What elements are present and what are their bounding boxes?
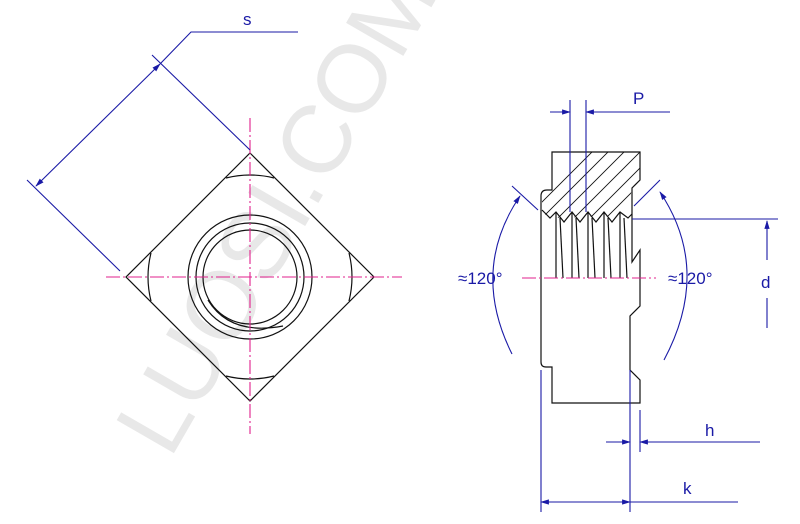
- watermark: LUOSI.COM: [96, 0, 458, 471]
- side-view: P ≈120° ≈120° d h k: [458, 89, 778, 512]
- angle-right-arc: [659, 191, 688, 361]
- nut-section-outline: [540, 151, 641, 404]
- dimension-line-s: [35, 63, 161, 187]
- dimension-label-p: P: [633, 89, 644, 108]
- corner-arc-left: [147, 252, 152, 302]
- dimension-label-s: s: [243, 10, 252, 29]
- angle-label-left: ≈120°: [458, 269, 503, 288]
- angle-right-extension: [633, 179, 661, 207]
- thread-lines: [555, 212, 628, 279]
- thread-end-arc: [207, 299, 284, 329]
- angle-left-arc: [492, 195, 521, 355]
- extension-line-s-right: [151, 54, 251, 151]
- top-view: s: [26, 10, 402, 434]
- dimension-label-k: k: [683, 479, 692, 498]
- dimension-label-d: d: [761, 273, 770, 292]
- angle-left-extension: [511, 185, 539, 211]
- leader-line-s: [159, 31, 298, 65]
- angle-label-right: ≈120°: [668, 269, 713, 288]
- extension-line-s-left: [26, 179, 121, 272]
- dimension-label-h: h: [705, 421, 714, 440]
- section-hatching: [542, 152, 640, 218]
